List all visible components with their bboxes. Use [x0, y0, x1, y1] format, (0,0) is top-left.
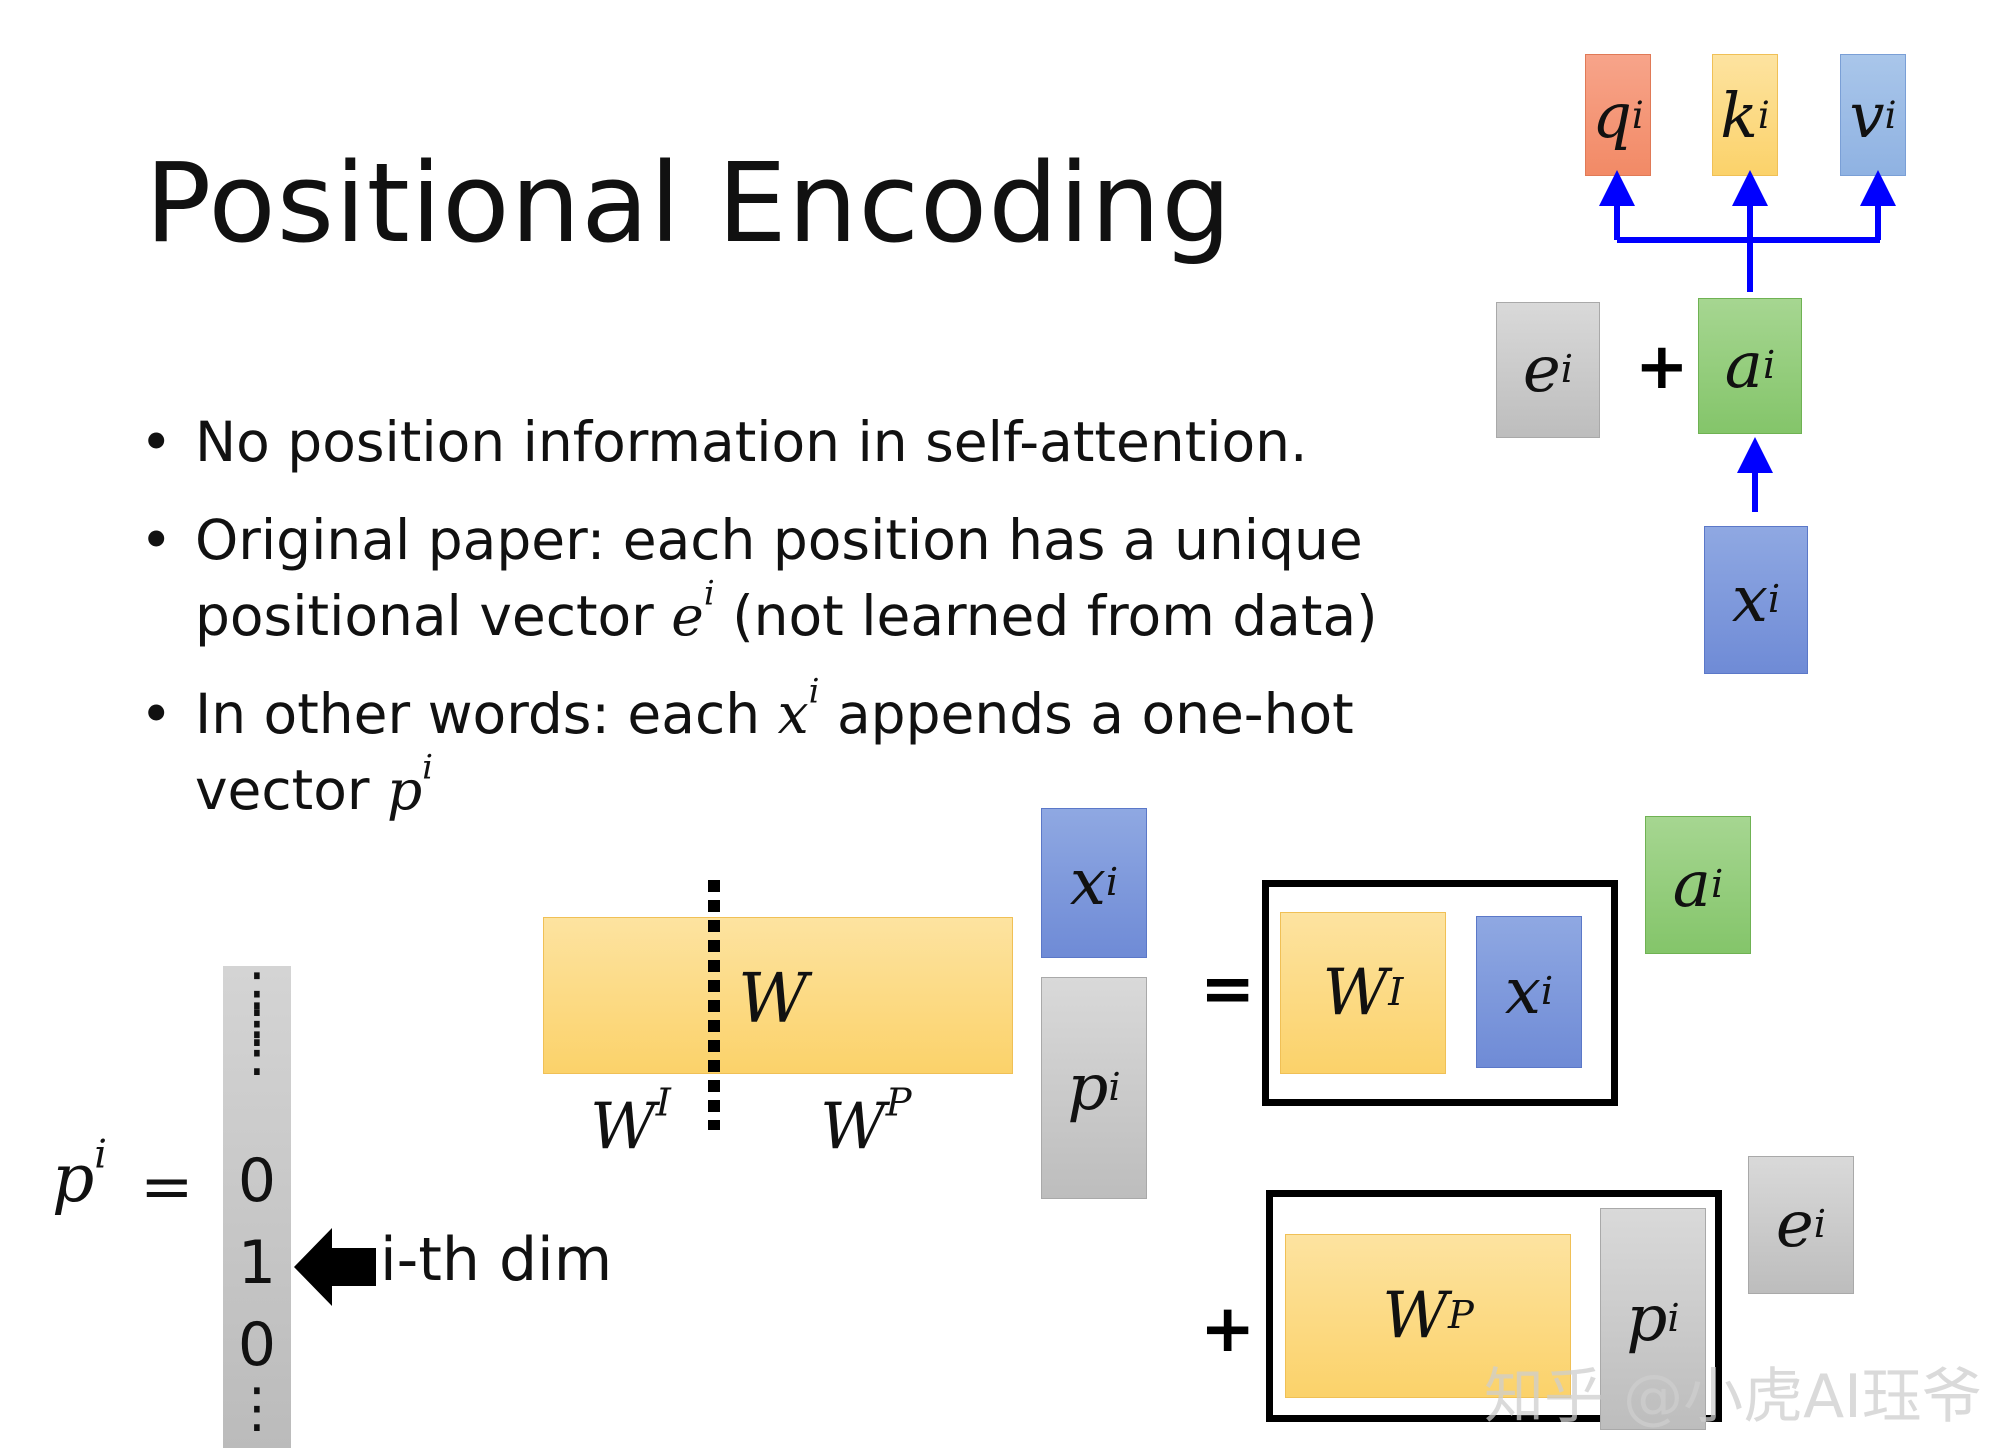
w-label: W: [738, 960, 808, 1039]
box-symbol: a: [1724, 329, 1763, 403]
page-title: Positional Encoding: [145, 139, 1233, 267]
box-symbol: W: [1322, 956, 1389, 1030]
box-symbol: a: [1672, 848, 1711, 922]
box-symbol: k: [1720, 78, 1758, 152]
bullet-text-before: Original paper: each position has a uniq…: [195, 507, 1363, 648]
math-symbol: W: [590, 1090, 656, 1164]
math-symbol: p: [386, 757, 423, 822]
box-symbol: x: [1069, 846, 1106, 920]
bullet-text-middle: appends a one-hot vector: [195, 681, 1354, 822]
bullet-item: • Original paper: each position has a un…: [140, 503, 1460, 655]
box-symbol: v: [1849, 78, 1885, 152]
math-superscript: P: [885, 1080, 912, 1126]
math-superscript: i: [808, 670, 820, 711]
bullet-dot-icon: •: [140, 507, 173, 572]
bullet-item: • In other words: each x i appends a one-…: [140, 674, 1460, 829]
box-symbol: e: [1775, 1188, 1814, 1262]
vector-value: 0: [237, 1146, 277, 1216]
box-symbol: p: [1626, 1282, 1668, 1356]
bullet-list: • No position information in self-attent…: [140, 405, 1460, 850]
plus-sign: +: [1635, 330, 1689, 404]
watermark: 知乎 @小虎AI珏爷: [1484, 1362, 1982, 1432]
box-symbol: q: [1592, 78, 1632, 152]
math-symbol: x: [777, 681, 809, 746]
math-superscript: i: [703, 573, 715, 614]
w-matrix: [543, 917, 1013, 1074]
wp-pi-frame: [1266, 1190, 1722, 1422]
p-lhs-label: pi: [52, 1135, 107, 1217]
box-symbol: p: [1067, 1051, 1109, 1125]
equals-sign: =: [140, 1150, 194, 1224]
onehot-vector: ⋮⋮⋮ 0 1 0 ⋮: [223, 966, 291, 1448]
bullet-dot-icon: •: [140, 410, 173, 474]
vector-value-hot: 1: [237, 1228, 277, 1298]
bullet-text-after: (not learned from data): [714, 583, 1378, 648]
box-symbol: x: [1504, 955, 1541, 1029]
math-superscript: I: [655, 1080, 671, 1126]
wp-label: WP: [820, 1084, 912, 1164]
wi-xi-frame: [1262, 880, 1618, 1106]
vector-dots-bottom: ⋮: [230, 1376, 284, 1439]
vector-dots-top: ⋮⋮⋮: [230, 961, 284, 1084]
equals-sign: =: [1200, 950, 1256, 1027]
wi-label: WI: [590, 1084, 671, 1164]
box-symbol: x: [1731, 563, 1768, 637]
math-symbol: e: [671, 583, 704, 648]
math-superscript: i: [94, 1131, 107, 1178]
bullet-dot-icon: •: [140, 681, 173, 746]
ith-dim-label: i-th dim: [380, 1225, 613, 1295]
box-symbol: W: [1382, 1279, 1448, 1353]
bullet-text-before: In other words: each: [195, 681, 778, 746]
math-superscript: i: [422, 746, 434, 787]
bullet-item: • No position information in self-attent…: [140, 405, 1460, 481]
bullet-text: No position information in self-attentio…: [195, 410, 1308, 474]
math-symbol: W: [820, 1090, 886, 1164]
split-dotted-line: [708, 880, 720, 1130]
box-symbol: e: [1522, 333, 1561, 407]
pointer-arrow-icon: [294, 1228, 376, 1306]
vector-value: 0: [237, 1310, 277, 1380]
math-symbol: p: [52, 1140, 95, 1217]
plus-sign: +: [1200, 1290, 1256, 1367]
